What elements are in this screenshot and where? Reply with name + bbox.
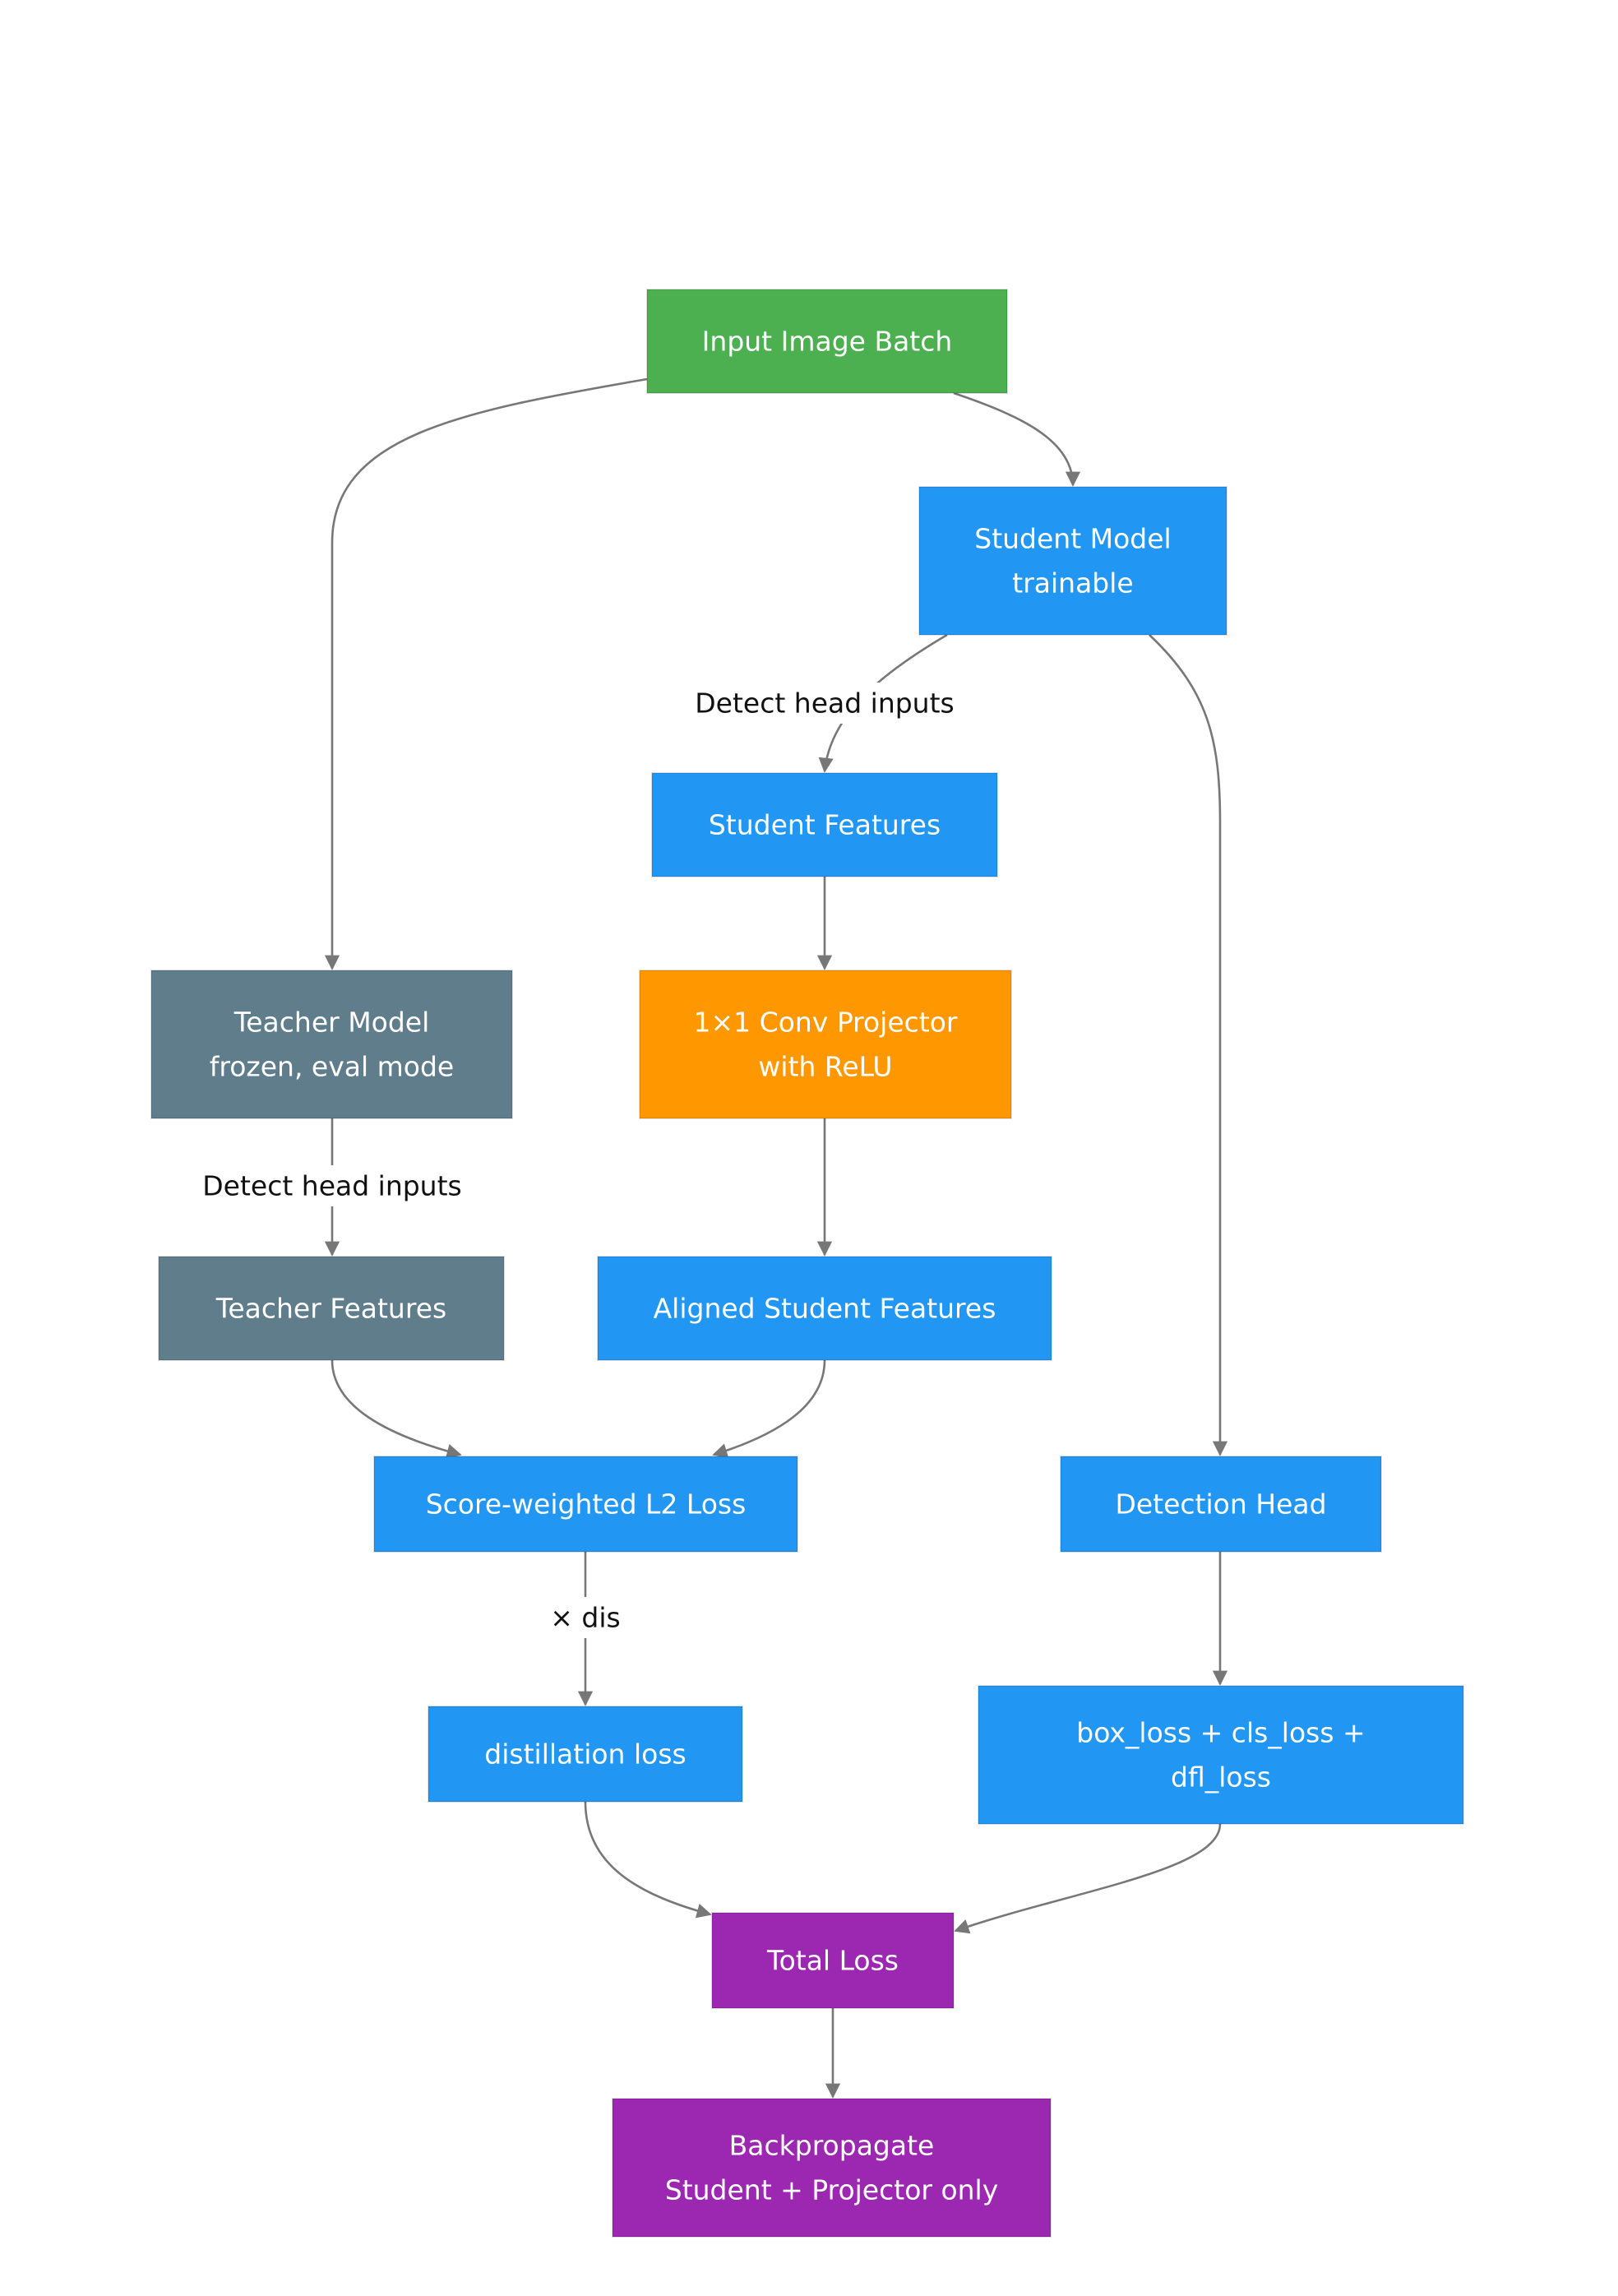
node-box bbox=[612, 2098, 1052, 2238]
node-box bbox=[158, 1256, 505, 1361]
node-label: with ReLU bbox=[758, 1051, 892, 1083]
edge-teacherfeat-to-l2 bbox=[331, 1359, 462, 1459]
edges-layer bbox=[324, 377, 1228, 2099]
edge-label-student-to-features: Detect head inputs bbox=[689, 683, 960, 724]
node-det-losses: box_loss + cls_loss + dfl_loss bbox=[978, 1685, 1464, 1825]
node-teacher-model: Teacher Model frozen, eval mode bbox=[150, 970, 513, 1119]
node-total-loss: Total Loss bbox=[711, 1912, 955, 2009]
node-l2-loss: Score-weighted L2 Loss bbox=[373, 1456, 798, 1553]
node-box bbox=[978, 1685, 1464, 1825]
node-box bbox=[651, 772, 998, 877]
edge-aligned-to-l2 bbox=[712, 1359, 826, 1458]
node-label: Backpropagate bbox=[729, 2130, 935, 2162]
node-student-features: Student Features bbox=[651, 772, 998, 877]
node-box bbox=[639, 970, 1012, 1119]
node-label: dfl_loss bbox=[1171, 1761, 1271, 1794]
node-input: Input Image Batch bbox=[646, 289, 1008, 394]
edge-label-text: × dis bbox=[550, 1602, 620, 1634]
edge-losses-to-total bbox=[954, 1823, 1222, 1934]
node-box bbox=[646, 289, 1008, 394]
node-box bbox=[918, 486, 1227, 636]
node-distillation-loss: distillation loss bbox=[428, 1706, 743, 1803]
node-box bbox=[150, 970, 513, 1119]
node-label: frozen, eval mode bbox=[210, 1051, 454, 1083]
node-label: Teacher Features bbox=[215, 1293, 446, 1325]
edge-label-text: Detect head inputs bbox=[695, 687, 954, 720]
node-label: Detection Head bbox=[1115, 1488, 1326, 1521]
node-label: Input Image Batch bbox=[702, 326, 953, 358]
node-aligned-features: Aligned Student Features bbox=[597, 1256, 1052, 1361]
node-box bbox=[711, 1912, 955, 2009]
edge-input-to-student bbox=[953, 391, 1081, 487]
node-box bbox=[1060, 1456, 1382, 1553]
node-student-model: Student Model trainable bbox=[918, 486, 1227, 636]
node-box bbox=[428, 1706, 743, 1803]
node-box bbox=[597, 1256, 1052, 1361]
edge-label-l2-to-distill: × dis bbox=[548, 1597, 622, 1638]
node-label: distillation loss bbox=[484, 1738, 686, 1771]
node-label: Score-weighted L2 Loss bbox=[426, 1488, 747, 1521]
node-label: trainable bbox=[1012, 567, 1133, 599]
node-label: box_loss + cls_loss + bbox=[1076, 1717, 1365, 1749]
edge-student-to-head bbox=[1149, 634, 1228, 1456]
edge-distill-to-total bbox=[584, 1801, 712, 1919]
node-label: Teacher Model bbox=[233, 1007, 430, 1039]
node-projector: 1×1 Conv Projector with ReLU bbox=[639, 970, 1012, 1119]
node-label: 1×1 Conv Projector bbox=[694, 1007, 958, 1039]
node-label: Student Features bbox=[709, 809, 941, 841]
node-label: Student + Projector only bbox=[665, 2174, 999, 2206]
node-detection-head: Detection Head bbox=[1060, 1456, 1382, 1553]
node-label: Total Loss bbox=[766, 1945, 899, 1977]
node-teacher-features: Teacher Features bbox=[158, 1256, 505, 1361]
node-label: Aligned Student Features bbox=[654, 1293, 996, 1325]
node-box bbox=[373, 1456, 798, 1553]
node-label: Student Model bbox=[974, 523, 1171, 555]
edge-input-to-teacher bbox=[324, 377, 648, 970]
edge-label-teacher-to-features: Detect head inputs bbox=[196, 1165, 468, 1206]
edge-label-text: Detect head inputs bbox=[202, 1170, 461, 1202]
